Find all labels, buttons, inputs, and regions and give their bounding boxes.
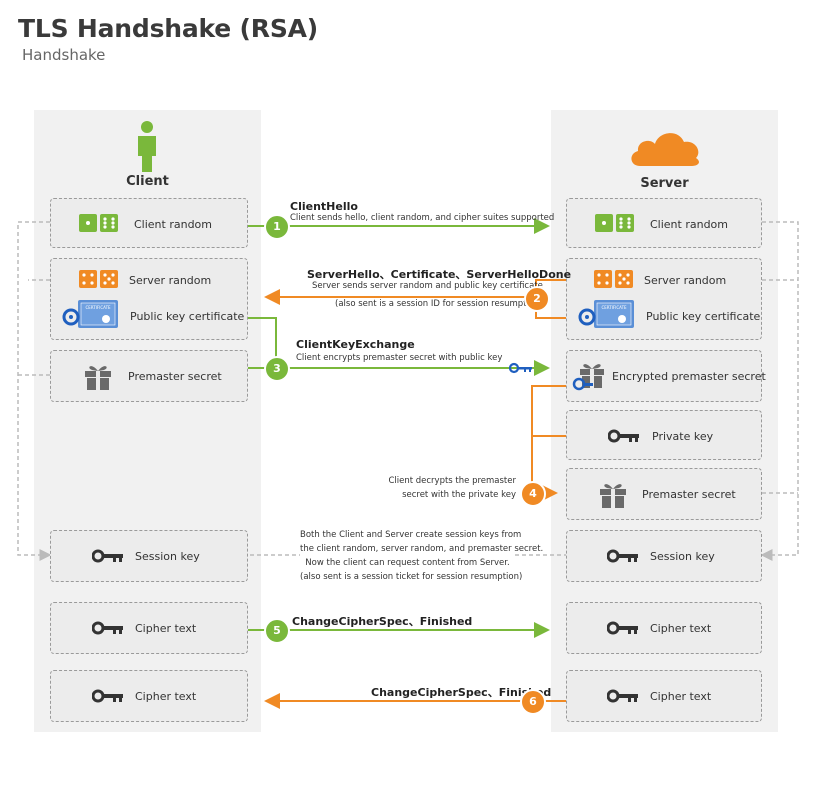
key-icon (607, 549, 638, 563)
public-key-icon (509, 362, 532, 374)
client-server-random-label: Server random (129, 274, 212, 287)
cloud-icon (631, 133, 699, 166)
step-4-badge: 4 (520, 481, 546, 507)
client-cipher-text-label-2: Cipher text (135, 690, 197, 703)
client-label: Client (126, 174, 169, 189)
client-session-key-box (50, 530, 248, 582)
session-note-line-1: Both the Client and Server create sessio… (300, 530, 522, 540)
client-public-key-certificate-label: Public key certificate (130, 310, 245, 323)
server-cipher-text-box-2 (566, 670, 762, 722)
session-note-line-4: (also sent is a session ticket for sessi… (300, 572, 523, 582)
server-client-random-label: Client random (650, 218, 729, 231)
step-6-title: ChangeCipherSpec、Finished (371, 686, 552, 699)
step-3-badge: 3 (264, 356, 290, 382)
key-icon (92, 689, 123, 703)
step-4-desc: Client decrypts the premaster secret wit… (388, 474, 516, 502)
dice-icon (79, 214, 118, 232)
step-2-desc-2: (also sent is a session ID for session r… (335, 299, 543, 309)
server-premaster-box (566, 468, 762, 520)
server-private-key-label: Private key (652, 430, 714, 443)
certificate-icon: CERTIFICATE (578, 300, 634, 328)
step-2-title: ServerHello、Certificate、ServerHelloDone (307, 268, 572, 281)
client-premaster-secret-label: Premaster secret (128, 370, 222, 383)
step-1-desc: Client sends hello, client random, and c… (290, 213, 555, 223)
step-2-badge: 2 (524, 286, 550, 312)
step-5-title: ChangeCipherSpec、Finished (292, 615, 473, 628)
step-1-title: ClientHello (290, 200, 358, 213)
server-random-label: Server random (644, 274, 727, 287)
session-note-line-3: Now the client can request content from … (305, 558, 510, 568)
dice-icon (594, 270, 633, 288)
key-icon (92, 621, 123, 635)
server-cipher-text-label-1: Cipher text (650, 622, 712, 635)
client-cipher-text-box-2 (50, 670, 248, 722)
server-cipher-text-label-2: Cipher text (650, 690, 712, 703)
svg-text:CERTIFICATE: CERTIFICATE (85, 305, 111, 310)
key-icon (92, 549, 123, 563)
step-5-badge: 5 (264, 618, 290, 644)
step-6-badge: 6 (520, 689, 546, 715)
client-premaster-box (50, 350, 248, 402)
server-private-key-box (566, 410, 762, 460)
gift-icon (85, 366, 111, 390)
step-3-title: ClientKeyExchange (296, 338, 415, 351)
step-1-badge: 1 (264, 214, 290, 240)
gift-icon (600, 484, 626, 508)
client-person-icon (138, 121, 156, 172)
client-cipher-text-label-1: Cipher text (135, 622, 197, 635)
client-session-key-label: Session key (135, 550, 200, 563)
certificate-icon: CERTIFICATE (62, 300, 118, 328)
server-session-key-box (566, 530, 762, 582)
key-icon (607, 621, 638, 635)
server-encrypted-premaster-secret-label: Encrypted premaster secret (612, 370, 766, 383)
server-session-key-label: Session key (650, 550, 715, 563)
step-4-desc-line-1: Client decrypts the premaster (388, 476, 516, 486)
client-cipher-text-box-1 (50, 602, 248, 654)
server-cipher-text-box-1 (566, 602, 762, 654)
server-label: Server (640, 176, 689, 191)
dice-icon (79, 270, 118, 288)
session-key-note: Both the Client and Server create sessio… (300, 528, 544, 584)
key-icon (607, 689, 638, 703)
key-icon (608, 429, 639, 443)
svg-text:CERTIFICATE: CERTIFICATE (601, 305, 627, 310)
step-3-desc: Client encrypts premaster secret with pu… (296, 353, 503, 363)
encrypted-gift-icon (572, 364, 604, 391)
page-title: TLS Handshake (RSA) (18, 14, 318, 43)
dice-icon (595, 214, 634, 232)
page-subtitle: Handshake (22, 46, 106, 64)
step-2-desc: Server sends server random and public ke… (312, 281, 543, 291)
client-random-label: Client random (134, 218, 213, 231)
step-4-desc-line-2: secret with the private key (402, 490, 516, 500)
server-premaster-secret-label: Premaster secret (642, 488, 736, 501)
server-public-key-certificate-label: Public key certificate (646, 310, 761, 323)
session-note-line-2: the client random, server random, and pr… (300, 544, 544, 554)
